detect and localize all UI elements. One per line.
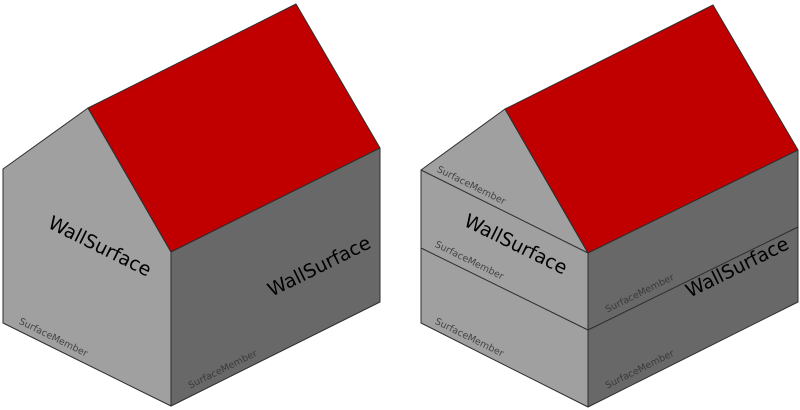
left-house-side-wall: [170, 147, 381, 407]
right-house-front-divider-upper: [420, 169, 589, 254]
right-house-front-divider-lower: [420, 247, 589, 331]
left-house: WallSurface WallSurface SurfaceMember Su…: [2, 3, 381, 407]
right-house: SurfaceMember SurfaceMember SurfaceMembe…: [420, 4, 799, 408]
right-house-side-divider: [587, 226, 799, 331]
